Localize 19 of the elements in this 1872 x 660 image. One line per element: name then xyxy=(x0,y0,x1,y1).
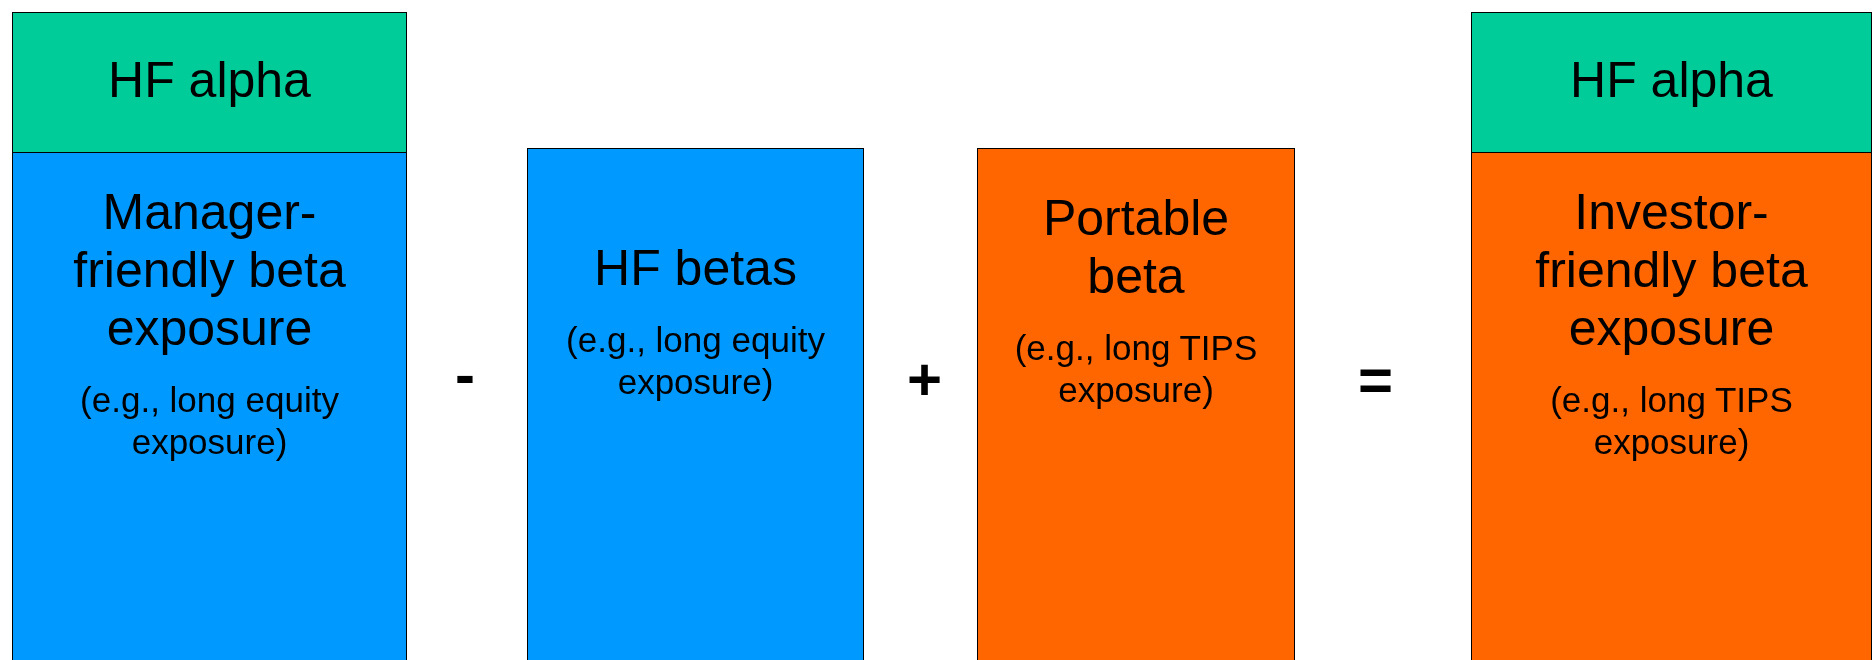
equals-sign: = xyxy=(1358,350,1394,410)
alpha-box xyxy=(12,12,407,153)
plus-sign: + xyxy=(907,350,943,410)
beta-exposure-box xyxy=(1471,152,1872,660)
alpha-box xyxy=(1471,12,1872,153)
box-heading: Investor-friendly beta exposure xyxy=(1534,183,1809,357)
box-heading: HF alpha xyxy=(1570,51,1773,109)
example-text: (e.g., long TIPS exposure) xyxy=(1549,379,1794,463)
beta-box xyxy=(977,148,1295,660)
box-heading: Portable beta xyxy=(1041,189,1231,305)
example-text: (e.g., long TIPS exposure) xyxy=(1013,327,1259,411)
example-text: (e.g., long equity exposure) xyxy=(565,319,826,403)
box-heading: HF alpha xyxy=(108,51,311,109)
beta-exposure-box xyxy=(12,152,407,660)
box-heading: Manager-friendly beta exposure xyxy=(72,183,347,357)
example-text: (e.g., long equity exposure) xyxy=(79,379,340,463)
minus-sign: - xyxy=(455,345,475,405)
box-heading: HF betas xyxy=(594,239,797,297)
beta-box xyxy=(527,148,864,660)
